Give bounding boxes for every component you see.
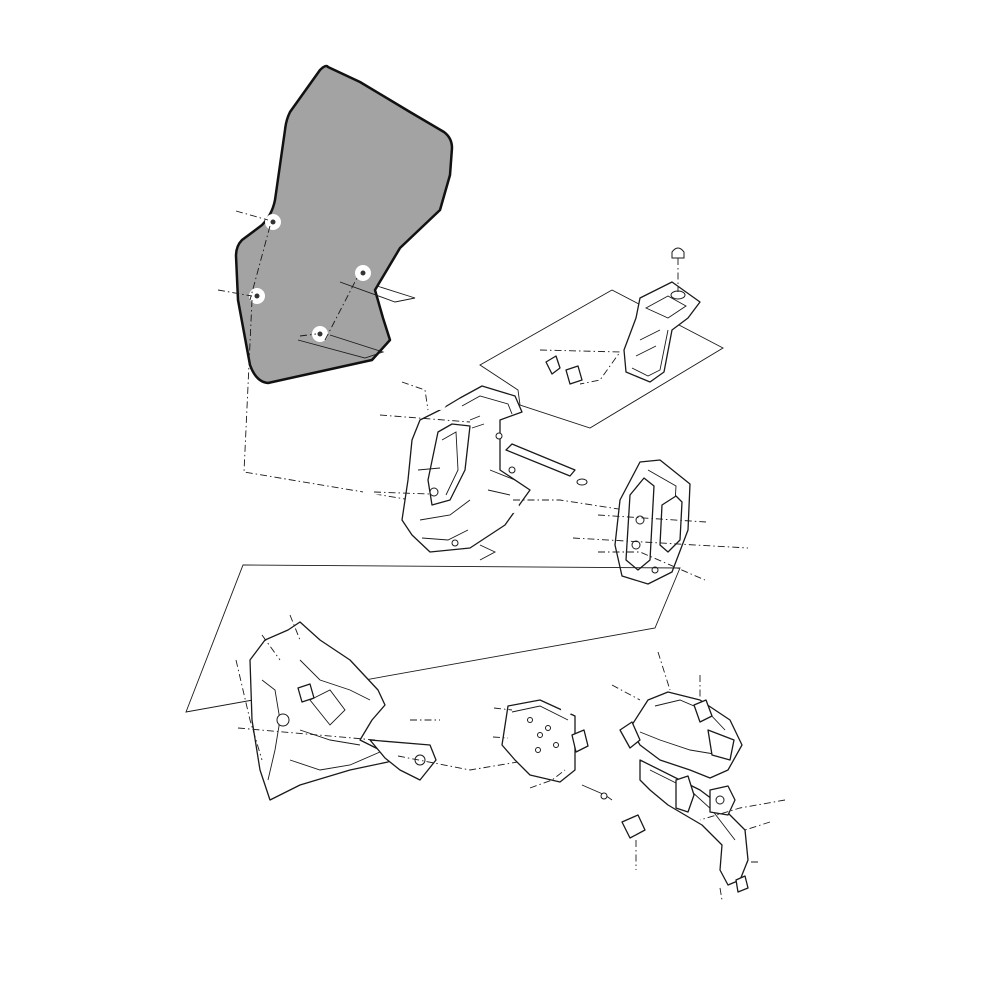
- pin-icon: [600, 792, 608, 800]
- bolt-icon: [757, 853, 784, 871]
- collar-icon: [751, 542, 763, 554]
- rivet-icon: [415, 714, 433, 722]
- center-cowl-bracket: [363, 378, 626, 571]
- upper-bracket-group: [479, 247, 724, 429]
- windshield-grommet-icon: [265, 214, 281, 230]
- nut-icon: [474, 559, 486, 571]
- bolt-icon: [387, 378, 414, 396]
- rivet-icon: [263, 619, 284, 634]
- screw-icon: [651, 846, 672, 861]
- meter-mount-plate: [481, 699, 613, 801]
- rivet-icon: [457, 769, 475, 777]
- bolt-icon: [810, 771, 837, 792]
- nut-icon: [639, 856, 651, 868]
- lower-stay-assembly: [594, 640, 837, 932]
- windshield-grommet-icon: [355, 265, 371, 281]
- o-ring-icon: [773, 545, 779, 555]
- upper-bracket: [623, 281, 701, 383]
- nut-icon: [481, 731, 493, 743]
- windshield: [203, 64, 454, 500]
- bolt-icon: [623, 656, 644, 671]
- nut-icon: [791, 546, 803, 558]
- bracket-clip: [565, 365, 583, 385]
- reference-frame: [479, 289, 724, 429]
- pivot-shaft: [505, 443, 576, 477]
- nut-icon: [754, 584, 766, 596]
- nut-icon: [513, 782, 525, 794]
- slide-bracket: [555, 459, 828, 596]
- collar-icon: [711, 576, 723, 588]
- screw-icon: [718, 900, 726, 918]
- side-trim: [369, 739, 437, 781]
- screw-icon: [383, 712, 401, 720]
- nut-icon: [624, 870, 636, 882]
- rubber-cap-icon: [671, 247, 685, 259]
- screw-icon: [769, 526, 787, 534]
- o-ring-icon: [731, 519, 737, 529]
- screw-icon: [741, 897, 762, 912]
- bolt-icon: [770, 811, 797, 829]
- nut-icon: [750, 521, 762, 533]
- nut-icon: [731, 912, 743, 924]
- screw-icon: [651, 640, 669, 648]
- windshield-panel: [234, 64, 454, 385]
- nut-icon: [561, 703, 573, 715]
- collar-icon: [710, 516, 722, 528]
- screw-icon: [580, 548, 598, 556]
- nut-icon: [482, 702, 494, 714]
- inner-cowl: [185, 564, 681, 801]
- screw-icon: [691, 662, 709, 670]
- nut-icon: [714, 920, 726, 932]
- screw-icon: [555, 534, 573, 542]
- nut-icon: [786, 794, 798, 806]
- o-ring-icon: [734, 580, 740, 590]
- bracket-clip: [545, 355, 561, 375]
- washer-icon: [434, 398, 446, 410]
- windshield-screw-icon: [390, 300, 411, 315]
- screw-icon: [773, 588, 791, 596]
- rivet-icon: [277, 598, 297, 610]
- screw-icon: [810, 551, 828, 559]
- nut-icon: [507, 501, 519, 513]
- screw-icon: [580, 511, 598, 519]
- reference-frame: [185, 564, 681, 713]
- nut-icon: [594, 679, 606, 691]
- rivet-icon: [225, 638, 246, 654]
